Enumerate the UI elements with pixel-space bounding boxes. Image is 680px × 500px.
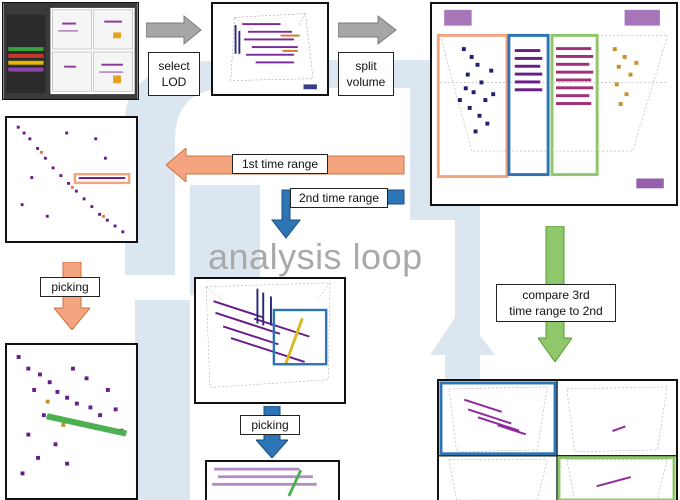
lod-volume-image — [230, 13, 317, 90]
picked-matrix-image — [16, 355, 128, 476]
split-volume-panel — [430, 2, 678, 206]
application-screenshot — [2, 2, 139, 100]
second-time-range-label: 2nd time range — [290, 188, 388, 208]
center-volume-panel — [194, 277, 346, 404]
center-volume-image — [205, 282, 331, 388]
split-volume-image — [436, 9, 669, 189]
loop-title: analysis loop — [208, 236, 423, 277]
compare-grid-panel — [437, 379, 678, 500]
select-lod-label: select LOD — [148, 52, 200, 96]
gray-arrow-1 — [146, 14, 202, 46]
picking-label-center: picking — [240, 415, 300, 435]
picked-matrix-panel — [5, 343, 138, 500]
first-time-range-label: 1st time range — [232, 154, 328, 174]
split-volume-label: split volume — [338, 52, 394, 96]
lod-volume-panel — [211, 2, 329, 96]
picking-label-left: picking — [40, 277, 100, 297]
compare-grid-image — [439, 381, 676, 500]
picked-volume-image — [212, 467, 317, 497]
picked-volume-panel — [205, 460, 340, 500]
matrix-view-image — [16, 125, 131, 234]
compare-label: compare 3rd time range to 2nd — [496, 284, 616, 322]
gray-arrow-2 — [338, 14, 397, 46]
matrix-view-panel — [5, 116, 138, 243]
app-screenshot-image — [3, 3, 138, 99]
